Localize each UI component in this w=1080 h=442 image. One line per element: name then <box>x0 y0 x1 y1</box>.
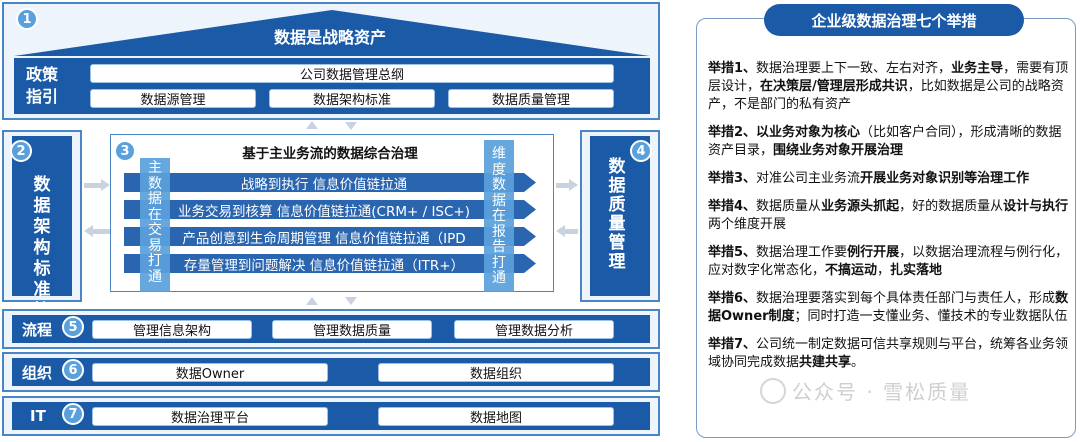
it-item-2: 数据地图 <box>378 407 614 426</box>
arrow-right-left <box>84 183 102 188</box>
measures-title: 企业级数据治理七个举措 <box>764 4 1024 36</box>
quality-column <box>590 136 650 296</box>
left-vertical-bar <box>140 158 170 292</box>
arrow-left-right <box>564 229 578 234</box>
policy-top-pill: 公司数据管理总纲 <box>90 64 614 83</box>
org-label: 组织 <box>22 363 53 382</box>
measures-panel <box>696 18 1076 438</box>
arch-char: 架构 <box>33 217 51 258</box>
policy-item-2: 数据架构标准 <box>269 89 435 108</box>
step-1-badge: 1 <box>16 8 38 30</box>
flow-bar-4: 存量管理到问题解决 信息价值链拉通（ITR+） <box>124 254 524 273</box>
arrow-right-right <box>556 183 570 188</box>
arrow-left-right-head <box>556 225 565 237</box>
arrow-right-right-head <box>569 179 578 191</box>
process-label: 流程 <box>22 320 53 339</box>
measure-4: 举措4、数据质量从业务源头抓起，好的数据质量从设计与执行两个维度开展 <box>708 199 1069 232</box>
measure-1: 举措1、数据治理要上下一致、左右对齐，业务主导，需要有顶层设计，在决策层/管理层… <box>708 61 1069 112</box>
measure-2: 举措2、以业务对象为核心（比如客户合同），形成清晰的数据资产目录，围绕业务对象开… <box>708 125 1062 158</box>
process-item-2: 管理数据质量 <box>272 320 432 339</box>
arrow-left-left-head <box>84 225 93 237</box>
policy-item-1: 数据源管理 <box>90 89 256 108</box>
arrow-right-left-head <box>101 179 110 191</box>
arrow-up-2 <box>306 297 318 305</box>
watermark: 公众号 · 雪松质量 <box>760 376 971 405</box>
arrow-down-1 <box>345 122 357 130</box>
measure-5: 举措5、数据治理工作要例行开展，以数据治理流程与例行化，应对数字化常态化，不搞运… <box>708 245 1069 278</box>
step-5-badge: 5 <box>62 316 84 338</box>
org-item-1: 数据Owner <box>92 363 328 382</box>
measures-list: 举措1、数据治理要上下一致、左右对齐，业务主导，需要有顶层设计，在决策层/管理层… <box>708 60 1072 382</box>
right-vertical-bar <box>484 140 514 292</box>
policy-label-line1: 政策 <box>26 65 59 84</box>
policy-label: 政策 指引 <box>26 64 58 108</box>
quality-column-text: 数据质 量管理 <box>608 157 626 272</box>
right-vertical-text: 维度数 据在报 告打通 <box>492 146 506 286</box>
measure-3: 举措3、对准公司主业务流开展业务对象识别等治理工作 <box>708 171 1030 186</box>
arrow-up-1 <box>306 121 318 129</box>
process-item-3: 管理数据分析 <box>454 320 614 339</box>
step-7-badge: 7 <box>62 403 84 425</box>
arch-char: 数据 <box>33 175 51 216</box>
measure-7: 举措7、公司统一制定数据可信共享规则与平台，统筹各业务领域协同完成数据共建共享。 <box>708 337 1069 370</box>
strategy-roof <box>14 10 650 56</box>
arrow-down-2 <box>345 297 357 305</box>
arch-char: 标准 <box>33 259 51 300</box>
strategy-banner-text: 数据是战略资产 <box>273 28 386 47</box>
left-vertical-text: 主数据 在交易 打通 <box>148 160 162 285</box>
it-item-1: 数据治理平台 <box>92 407 328 426</box>
process-item-1: 管理信息架构 <box>92 320 252 339</box>
step-2-badge: 2 <box>10 140 32 162</box>
step-3-badge: 3 <box>114 140 136 162</box>
arch-column <box>12 136 72 296</box>
policy-item-3: 数据质量管理 <box>448 89 614 108</box>
it-label: IT <box>30 407 46 425</box>
step-4-badge: 4 <box>630 140 652 162</box>
step-6-badge: 6 <box>62 359 84 381</box>
flow-bar-3: 产品创意到生命周期管理 信息价值链拉通（IPD <box>124 227 524 246</box>
org-item-2: 数据组织 <box>378 363 614 382</box>
arrow-left-left <box>92 229 110 234</box>
flow-bar-1: 战略到执行 信息价值链拉通 <box>124 173 524 192</box>
flow-arrowheads <box>524 173 536 273</box>
measure-6: 举措6、数据治理要落实到每个具体责任部门与责任人，形成数据Owner制度；同时打… <box>708 291 1069 324</box>
watermark-text: 公众号 · 雪松质量 <box>792 380 972 404</box>
policy-label-line2: 指引 <box>26 87 59 106</box>
left-diagram: 1 数据是战略资产 政策 指引 公司数据管理总纲 数据源管理 数据架构标准 数据… <box>2 2 660 436</box>
flow-bar-2: 业务交易到核算 信息价值链拉通(CRM+ / ISC+) <box>124 200 524 219</box>
wechat-icon <box>760 377 786 404</box>
center-title: 基于主业务流的数据综合治理 <box>242 146 418 162</box>
